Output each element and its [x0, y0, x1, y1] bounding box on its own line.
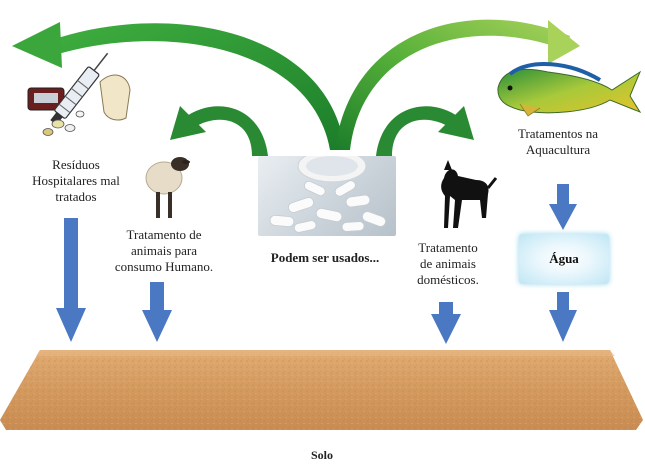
syringe-pills-glove-icon — [28, 49, 130, 136]
hospital-waste-line-2: Hospitalares mal — [16, 173, 136, 189]
water-label: Água — [549, 251, 579, 267]
domestic-line-2: de animais — [398, 256, 498, 272]
down-arrow-sheep — [142, 282, 172, 342]
hospital-waste-line-1: Resíduos — [16, 157, 136, 173]
fish-icon — [498, 64, 640, 116]
arrow-head-hospital — [12, 22, 62, 68]
hospital-waste-line-3: tratados — [16, 189, 136, 205]
soil-label: Solo — [272, 447, 372, 463]
down-arrow-hospital — [56, 218, 86, 342]
dog-icon — [441, 160, 496, 228]
hospital-waste-label: Resíduos Hospitalares mal tratados — [16, 157, 136, 205]
domestic-label: Tratamento de animais domésticos. — [398, 240, 498, 288]
center-label: Podem ser usados... — [250, 250, 400, 266]
sheep-icon — [146, 157, 190, 218]
domestic-line-1: Tratamento — [398, 240, 498, 256]
animal-consumption-line-1: Tratamento de — [102, 227, 226, 243]
animal-consumption-line-3: consumo Humano. — [102, 259, 226, 275]
aquaculture-line-2: Aquacultura — [498, 142, 618, 158]
down-arrow-dog — [431, 302, 461, 344]
domestic-line-3: domésticos. — [398, 272, 498, 288]
water-box: Água — [519, 234, 609, 284]
down-arrow-water — [549, 292, 577, 342]
animal-consumption-line-2: animais para — [102, 243, 226, 259]
arrow-head-fish — [548, 20, 580, 64]
animal-consumption-label: Tratamento de animais para consumo Human… — [102, 227, 226, 275]
aquaculture-label: Tratamentos na Aquacultura — [498, 126, 618, 158]
pills-bottle-icon — [258, 156, 396, 236]
aquaculture-line-1: Tratamentos na — [498, 126, 618, 142]
down-arrow-fish-to-water — [549, 184, 577, 230]
